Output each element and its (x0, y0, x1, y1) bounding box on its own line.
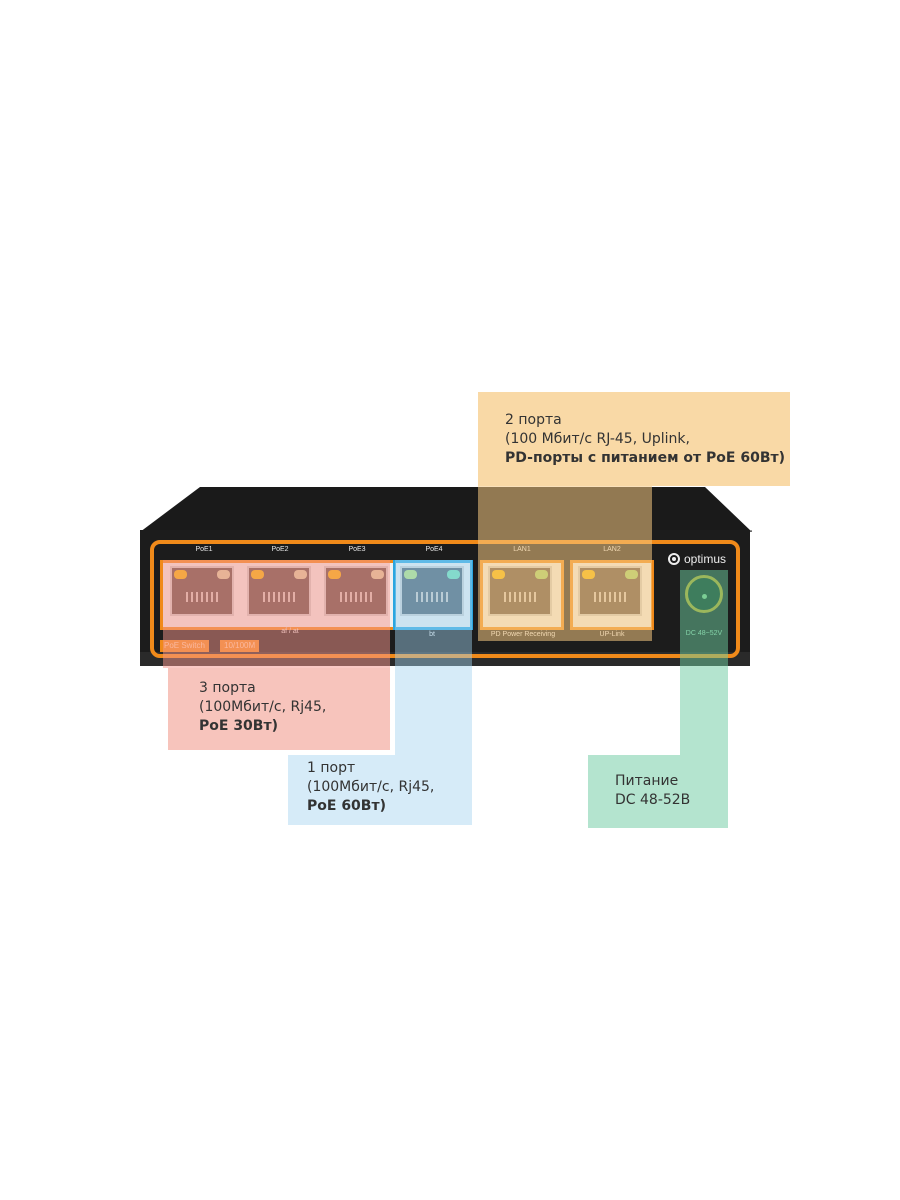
link-led (492, 570, 505, 579)
poe-switch-tag: PoE Switch (160, 640, 209, 652)
rj45-port-lan1[interactable] (488, 566, 552, 616)
poe30-callout-line1: 3 порта (199, 680, 256, 696)
lan-callout-line2: (100 Мбит/с RJ-45, Uplink, (505, 431, 690, 447)
port-label-lan2: LAN2 (603, 546, 621, 553)
poe60-callout: 1 порт (100Мбит/с, Rj45, PoE 60Вт) (288, 755, 472, 825)
poe60-callout-line2: (100Мбит/с, Rj45, (307, 779, 435, 795)
lan-callout: 2 порта (100 Мбит/с RJ-45, Uplink, PD-по… (478, 392, 790, 486)
port-pins (340, 592, 374, 602)
power-connector (680, 667, 728, 755)
poe60-callout-line3: PoE 60Вт) (307, 798, 386, 814)
rj45-port-poe3[interactable] (324, 566, 388, 616)
rj45-port-lan2[interactable] (578, 566, 642, 616)
optimus-logo-icon (668, 553, 680, 565)
activity-led (625, 570, 638, 579)
poe60-connector (395, 668, 472, 755)
rj45-port-poe1[interactable] (170, 566, 234, 616)
port-label-poe4: PoE4 (425, 546, 443, 553)
lan-callout-line1: 2 порта (505, 412, 562, 428)
port-label-poe2: PoE2 (271, 546, 289, 553)
port-pins (263, 592, 297, 602)
lan-callout-line3: PD-порты с питанием от PoE 60Вт) (505, 450, 786, 466)
port-pins (416, 592, 450, 602)
bt-label: bt (429, 631, 435, 638)
brand-name: optimus (684, 552, 727, 566)
link-led (328, 570, 341, 579)
port-pins (186, 592, 220, 602)
uplink-label: UP-Link (599, 631, 625, 638)
activity-led (294, 570, 307, 579)
link-led (251, 570, 264, 579)
activity-led (535, 570, 548, 579)
rj45-port-poe4[interactable] (400, 566, 464, 616)
link-led (582, 570, 595, 579)
poe30-callout-line3: PoE 30Вт) (199, 718, 278, 734)
speed-tag: 10/100M (220, 640, 260, 652)
power-callout-line1: Питание (615, 773, 679, 789)
poe60-callout-line1: 1 порт (307, 760, 356, 776)
port-label-poe3: PoE3 (348, 546, 366, 553)
front-panel-frame (150, 540, 740, 658)
activity-led (447, 570, 460, 579)
power-callout-line2: DC 48-52В (615, 792, 691, 808)
port-label-poe1: PoE1 (195, 546, 213, 553)
rj45-port-poe2[interactable] (247, 566, 311, 616)
poe30-callout: 3 порта (100Мбит/с, Rj45, PoE 30Вт) (168, 668, 390, 750)
pd-power-receiving-label: PD Power Receiving (490, 631, 556, 638)
dc-power-jack[interactable] (685, 575, 723, 613)
dc-label: DC 48~52V (685, 630, 723, 637)
activity-led (371, 570, 384, 579)
brand-logo: optimus (668, 552, 726, 566)
port-pins (594, 592, 628, 602)
poe30-callout-line2: (100Мбит/с, Rj45, (199, 699, 327, 715)
link-led (174, 570, 187, 579)
link-led (404, 570, 417, 579)
port-label-lan1: LAN1 (513, 546, 531, 553)
activity-led (217, 570, 230, 579)
power-callout: Питание DC 48-52В (588, 755, 728, 828)
port-pins (504, 592, 538, 602)
af-at-label: af / at (281, 628, 299, 635)
